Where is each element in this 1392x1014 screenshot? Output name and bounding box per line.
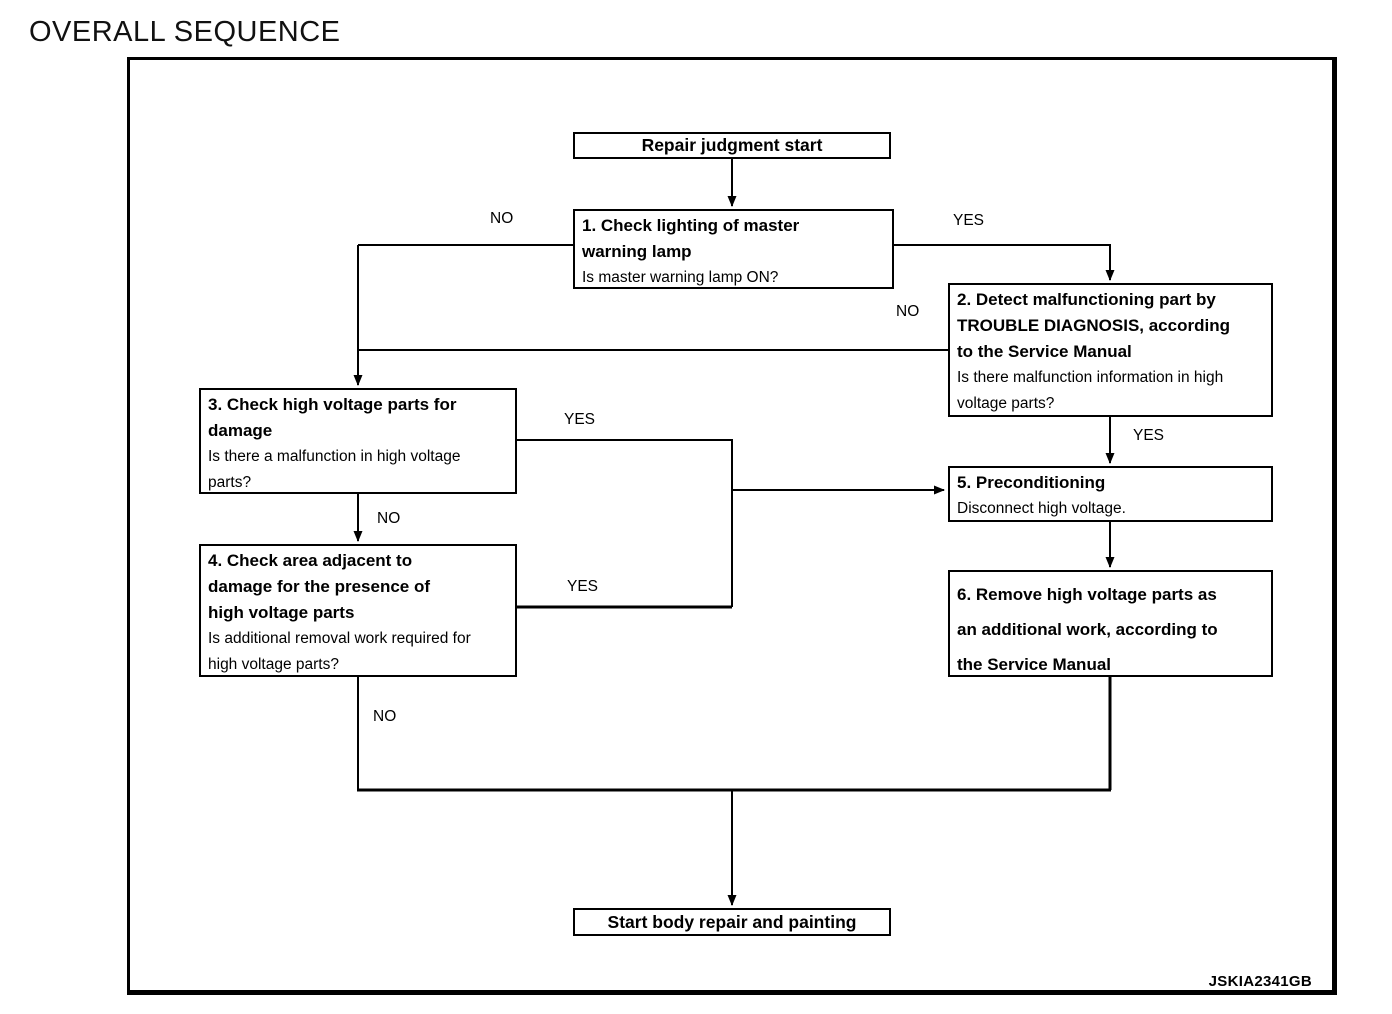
edge-label-step1-yes: YES — [953, 212, 985, 229]
node-step3-check-hv-parts: 3. Check high voltage parts for damage I… — [199, 388, 517, 494]
edge-label-step4-no: NO — [373, 708, 397, 725]
node-step4-check-adjacent-area: 4. Check area adjacent to damage for the… — [199, 544, 517, 677]
step4-question: Is additional removal work required for … — [208, 630, 471, 673]
node-repair-judgment-start: Repair judgment start — [573, 132, 891, 159]
step3-title: 3. Check high voltage parts for damage — [208, 395, 457, 440]
step3-question: Is there a malfunction in high voltage p… — [208, 448, 461, 491]
node-step6-remove-hv-parts: 6. Remove high voltage parts as an addit… — [948, 570, 1273, 677]
node-step2-trouble-diagnosis: 2. Detect malfunctioning part by TROUBLE… — [948, 283, 1273, 417]
edge-step1-yes-to-step2 — [894, 244, 1115, 281]
node-step5-preconditioning: 5. Preconditioning Disconnect high volta… — [948, 466, 1273, 522]
step5-title: 5. Preconditioning — [957, 473, 1106, 492]
edge-label-step3-no: NO — [377, 510, 401, 527]
edge-label-step4-yes: YES — [567, 578, 599, 595]
node-step1-check-warning-lamp: 1. Check lighting of master warning lamp… — [573, 209, 894, 289]
step2-question: Is there malfunction information in high… — [957, 369, 1224, 412]
edge-label-step2-yes: YES — [1133, 427, 1165, 444]
step6-title: 6. Remove high voltage parts as an addit… — [957, 585, 1218, 674]
figure-id-label: JSKIA2341GB — [1208, 973, 1312, 990]
node-start-body-repair: Start body repair and painting — [573, 908, 891, 936]
step2-title: 2. Detect malfunctioning part by TROUBLE… — [957, 290, 1230, 361]
edge-label-step2-no: NO — [896, 303, 920, 320]
step1-question: Is master warning lamp ON? — [582, 269, 779, 286]
edge-label-step1-no: NO — [490, 210, 514, 227]
step5-question: Disconnect high voltage. — [957, 500, 1126, 517]
edge-step3-yes — [517, 439, 733, 607]
page-title: OVERALL SEQUENCE — [29, 16, 341, 48]
step4-title: 4. Check area adjacent to damage for the… — [208, 551, 431, 622]
step1-title: 1. Check lighting of master warning lamp — [582, 216, 800, 261]
edge-label-step3-yes: YES — [564, 411, 596, 428]
